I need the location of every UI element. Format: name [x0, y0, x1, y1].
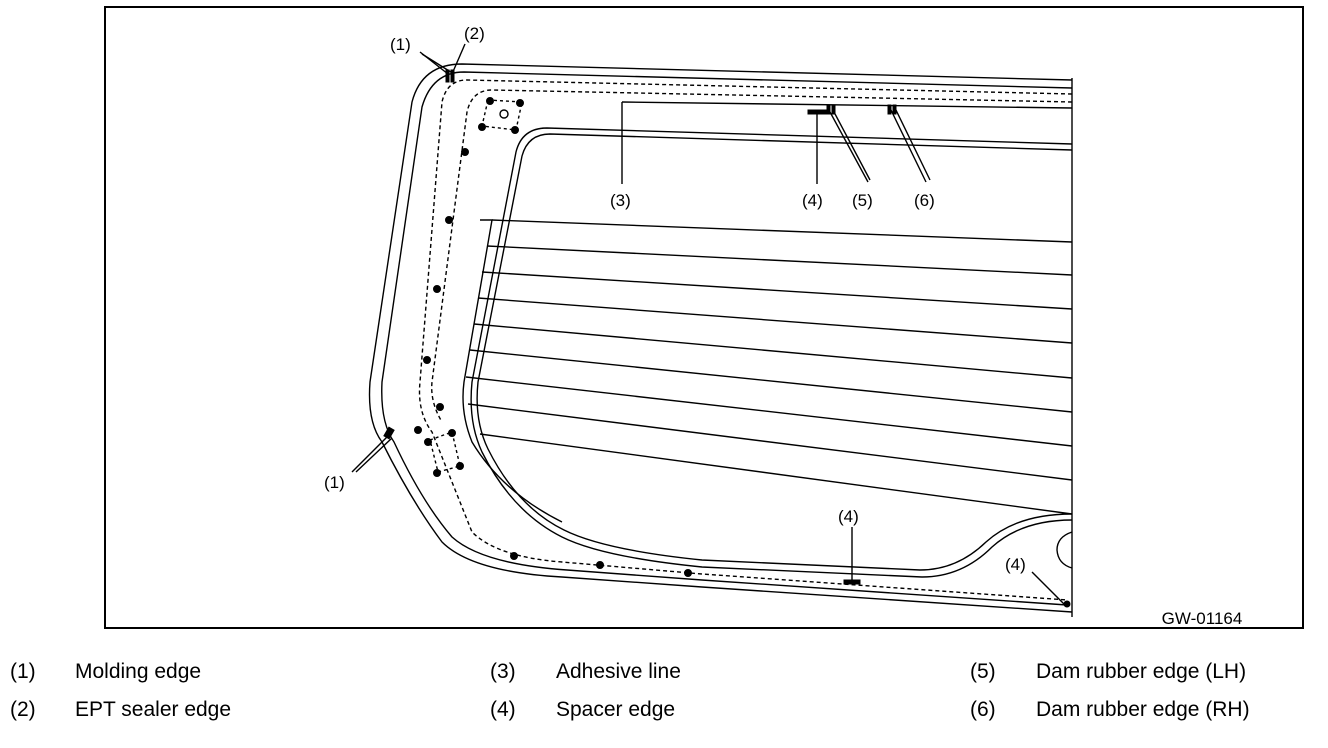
clip-dot — [433, 469, 441, 477]
legend-num-6: (6) — [970, 698, 996, 721]
ept-sealer-marker — [450, 69, 455, 83]
defogger-line — [467, 403, 1073, 481]
legend-text-5: Dam rubber edge (LH) — [1036, 660, 1247, 683]
leader-line — [1031, 571, 1067, 607]
legend-num-3: (3) — [490, 660, 516, 683]
molding-outer-line — [368, 63, 1073, 613]
leader-line — [889, 107, 927, 183]
clip-dot — [445, 216, 453, 224]
legend-text-3: Adhesive line — [556, 660, 681, 683]
clip-dot — [424, 438, 432, 446]
defogger-line — [465, 376, 1073, 447]
dam-rubber-marker-lh — [831, 104, 836, 115]
dam-rubber-marker-lh — [826, 104, 831, 115]
callout-4-top: (4) — [802, 191, 823, 210]
spacer-edge-marker — [843, 579, 861, 585]
clip-dot — [456, 462, 464, 470]
callout-5: (5) — [852, 191, 873, 210]
leader-line — [451, 43, 466, 75]
callout-4-bottom-right: (4) — [1005, 555, 1026, 574]
clip-dot — [596, 561, 604, 569]
molding-edge-marker — [445, 69, 450, 83]
adhesive-dashed-outer — [418, 79, 1073, 601]
mount-hole — [1056, 531, 1073, 569]
legend-num-1: (1) — [10, 660, 36, 683]
clip-dot — [511, 126, 519, 134]
figure-code: GW-01164 — [1162, 609, 1243, 628]
legend-num-4: (4) — [490, 698, 516, 721]
leader-line — [351, 433, 391, 473]
callout-2-top: (2) — [464, 24, 485, 43]
molding-edge-marker — [383, 426, 395, 440]
diagram-drawing: (1) (2) (3) (4) (5) (6) (1) (4) (4) GW-0… — [324, 24, 1243, 628]
clip-box-bottom — [429, 431, 461, 473]
spacer-edge-marker — [807, 109, 827, 115]
legend-text-1: Molding edge — [75, 660, 202, 683]
clip-dot — [448, 429, 456, 437]
defogger-line — [486, 245, 1073, 276]
callout-3: (3) — [610, 191, 631, 210]
glass-frame-top-2 — [476, 133, 1073, 571]
molding-inner-line — [381, 71, 1073, 606]
callout-1-left: (1) — [324, 473, 345, 492]
clip-dot — [436, 403, 444, 411]
clip-dot — [423, 356, 431, 364]
leader-line — [829, 111, 869, 183]
leader-line — [355, 437, 393, 473]
clip-dot — [510, 552, 518, 560]
legend-text-2: EPT sealer edge — [75, 698, 232, 721]
glass-frame-outer — [621, 101, 1073, 109]
adhesive-dashed-inner — [431, 89, 1073, 423]
spacer-edge-marker — [1063, 600, 1071, 608]
callout-1-top: (1) — [390, 35, 411, 54]
legend-text-6: Dam rubber edge (RH) — [1036, 698, 1250, 721]
defogger-line — [491, 219, 1073, 243]
defogger-line — [481, 271, 1073, 310]
rear-window-glass-diagram: (1) (2) (3) (4) (5) (6) (1) (4) (4) GW-0… — [104, 6, 1304, 629]
callout-6: (6) — [914, 191, 935, 210]
clip-dot — [684, 569, 692, 577]
clip-dot — [433, 285, 441, 293]
dam-rubber-marker-rh — [887, 104, 892, 115]
defogger-line — [479, 433, 1073, 515]
legend-num-2: (2) — [10, 698, 36, 721]
defogger-line — [477, 297, 1073, 344]
clip-dot — [478, 123, 486, 131]
defogger-region — [462, 219, 563, 523]
clip-dot — [486, 97, 494, 105]
callout-4-bottom-mid: (4) — [838, 507, 859, 526]
legend: (1) Molding edge (2) EPT sealer edge (3)… — [0, 650, 1328, 740]
legend-num-5: (5) — [970, 660, 996, 683]
clip-hole — [499, 109, 509, 119]
glass-frame-top-1 — [470, 127, 1073, 578]
legend-text-4: Spacer edge — [556, 698, 676, 721]
leader-line — [894, 107, 931, 181]
clip-dot — [461, 148, 469, 156]
dam-rubber-marker-rh — [892, 104, 897, 115]
leader-line — [833, 111, 871, 181]
clip-dot — [516, 99, 524, 107]
defogger-line — [469, 349, 1073, 413]
clip-dot — [414, 426, 422, 434]
clip-box-top — [481, 99, 523, 131]
defogger-line — [473, 323, 1073, 379]
